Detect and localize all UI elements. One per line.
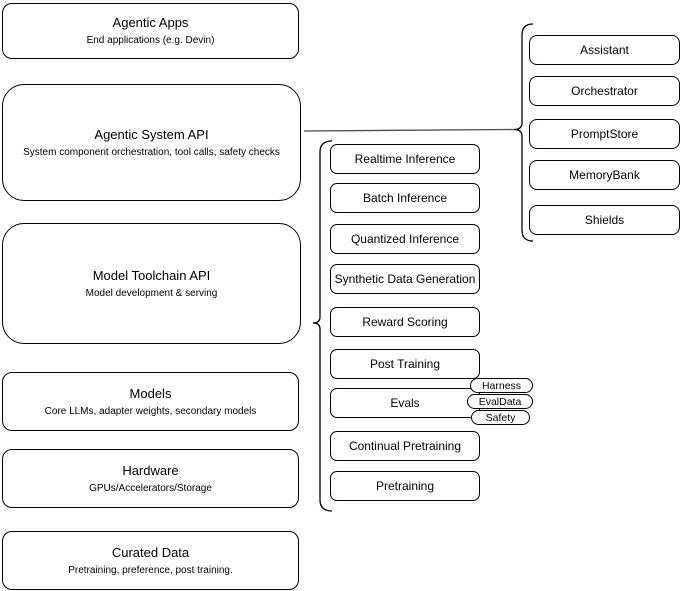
node-label: Shields	[584, 213, 625, 227]
node-title: Curated Data	[111, 544, 190, 560]
node-synthetic-data-generation: Synthetic Data Generation	[330, 264, 480, 294]
node-label: PromptStore	[570, 127, 639, 141]
node-model-toolchain-api: Model Toolchain API Model development & …	[2, 223, 301, 344]
tag-harness: Harness	[470, 378, 533, 393]
tag-safety: Safety	[471, 410, 530, 425]
node-memorybank: MemoryBank	[529, 160, 680, 190]
node-label: Post Training	[369, 357, 441, 371]
node-realtime-inference: Realtime Inference	[330, 144, 480, 174]
node-label: Evals	[390, 396, 420, 410]
node-title: Models	[129, 385, 172, 401]
tag-label: Harness	[481, 379, 522, 392]
node-curated-data: Curated Data Pretraining, preference, po…	[2, 531, 299, 590]
node-reward-scoring: Reward Scoring	[330, 307, 480, 337]
node-subtitle: Pretraining, preference, post training.	[68, 564, 233, 576]
node-pretraining: Pretraining	[330, 471, 480, 501]
node-subtitle: End applications (e.g. Devin)	[86, 35, 215, 46]
node-shields: Shields	[529, 205, 680, 235]
node-label: Reward Scoring	[362, 315, 448, 329]
node-continual-pretraining: Continual Pretraining	[330, 431, 480, 461]
node-title: Model Toolchain API	[92, 267, 211, 283]
node-subtitle: GPUs/Accelerators/Storage	[89, 482, 212, 494]
node-hardware: Hardware GPUs/Accelerators/Storage	[2, 449, 299, 508]
node-evals: Evals	[330, 388, 480, 418]
tag-label: Safety	[485, 411, 516, 424]
node-label: Assistant	[580, 43, 629, 57]
node-assistant: Assistant	[529, 35, 680, 65]
node-subtitle: System component orchestration, tool cal…	[23, 146, 280, 158]
node-label: Continual Pretraining	[348, 439, 462, 453]
node-subtitle: Core LLMs, adapter weights, secondary mo…	[44, 405, 257, 417]
node-subtitle: Model development & serving	[85, 287, 218, 299]
node-label: Realtime Inference	[354, 152, 456, 166]
node-orchestrator: Orchestrator	[529, 76, 680, 106]
node-title: Hardware	[122, 462, 179, 478]
node-label: MemoryBank	[569, 168, 640, 182]
node-agentic-system-api: Agentic System API System component orch…	[2, 84, 301, 201]
node-quantized-inference: Quantized Inference	[330, 224, 480, 254]
node-label: Synthetic Data Generation	[334, 272, 476, 286]
tag-evaldata: EvalData	[467, 394, 533, 409]
node-batch-inference: Batch Inference	[330, 183, 480, 213]
node-post-training: Post Training	[330, 349, 480, 379]
system-api-connector-line	[303, 128, 515, 132]
node-label: Quantized Inference	[350, 232, 460, 246]
node-label: Pretraining	[375, 479, 435, 493]
node-models: Models Core LLMs, adapter weights, secon…	[2, 372, 299, 431]
node-promptstore: PromptStore	[529, 119, 680, 149]
node-title: Agentic System API	[94, 126, 209, 142]
tag-label: EvalData	[478, 395, 522, 408]
node-title: Agentic Apps	[112, 15, 189, 30]
node-label: Batch Inference	[362, 191, 448, 205]
node-agentic-apps: Agentic Apps End applications (e.g. Devi…	[2, 3, 299, 59]
node-label: Orchestrator	[571, 84, 638, 98]
